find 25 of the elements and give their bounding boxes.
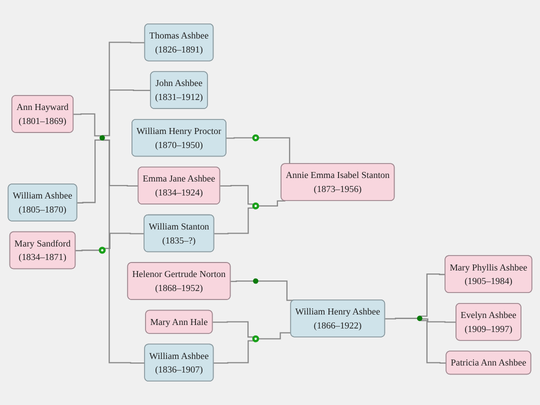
connector	[104, 232, 144, 250]
connector	[102, 140, 145, 364]
connector	[77, 140, 102, 204]
connector	[220, 184, 254, 205]
connector	[212, 321, 254, 338]
connector	[420, 320, 446, 364]
connector	[226, 137, 254, 139]
connector	[258, 332, 292, 340]
node-circle	[252, 134, 260, 142]
connector	[420, 274, 446, 317]
connector	[385, 318, 418, 320]
node-circle	[100, 135, 105, 141]
connector	[76, 250, 100, 252]
node-circle	[252, 335, 260, 342]
connector	[214, 207, 255, 234]
connector	[422, 318, 456, 323]
connector	[258, 200, 286, 207]
node-circle	[253, 278, 258, 284]
node-circle	[98, 246, 106, 254]
connector	[102, 90, 151, 136]
connector	[74, 113, 102, 136]
node-circle	[416, 316, 422, 322]
connector	[214, 340, 255, 364]
connector	[230, 280, 254, 282]
node-circle	[252, 202, 260, 210]
